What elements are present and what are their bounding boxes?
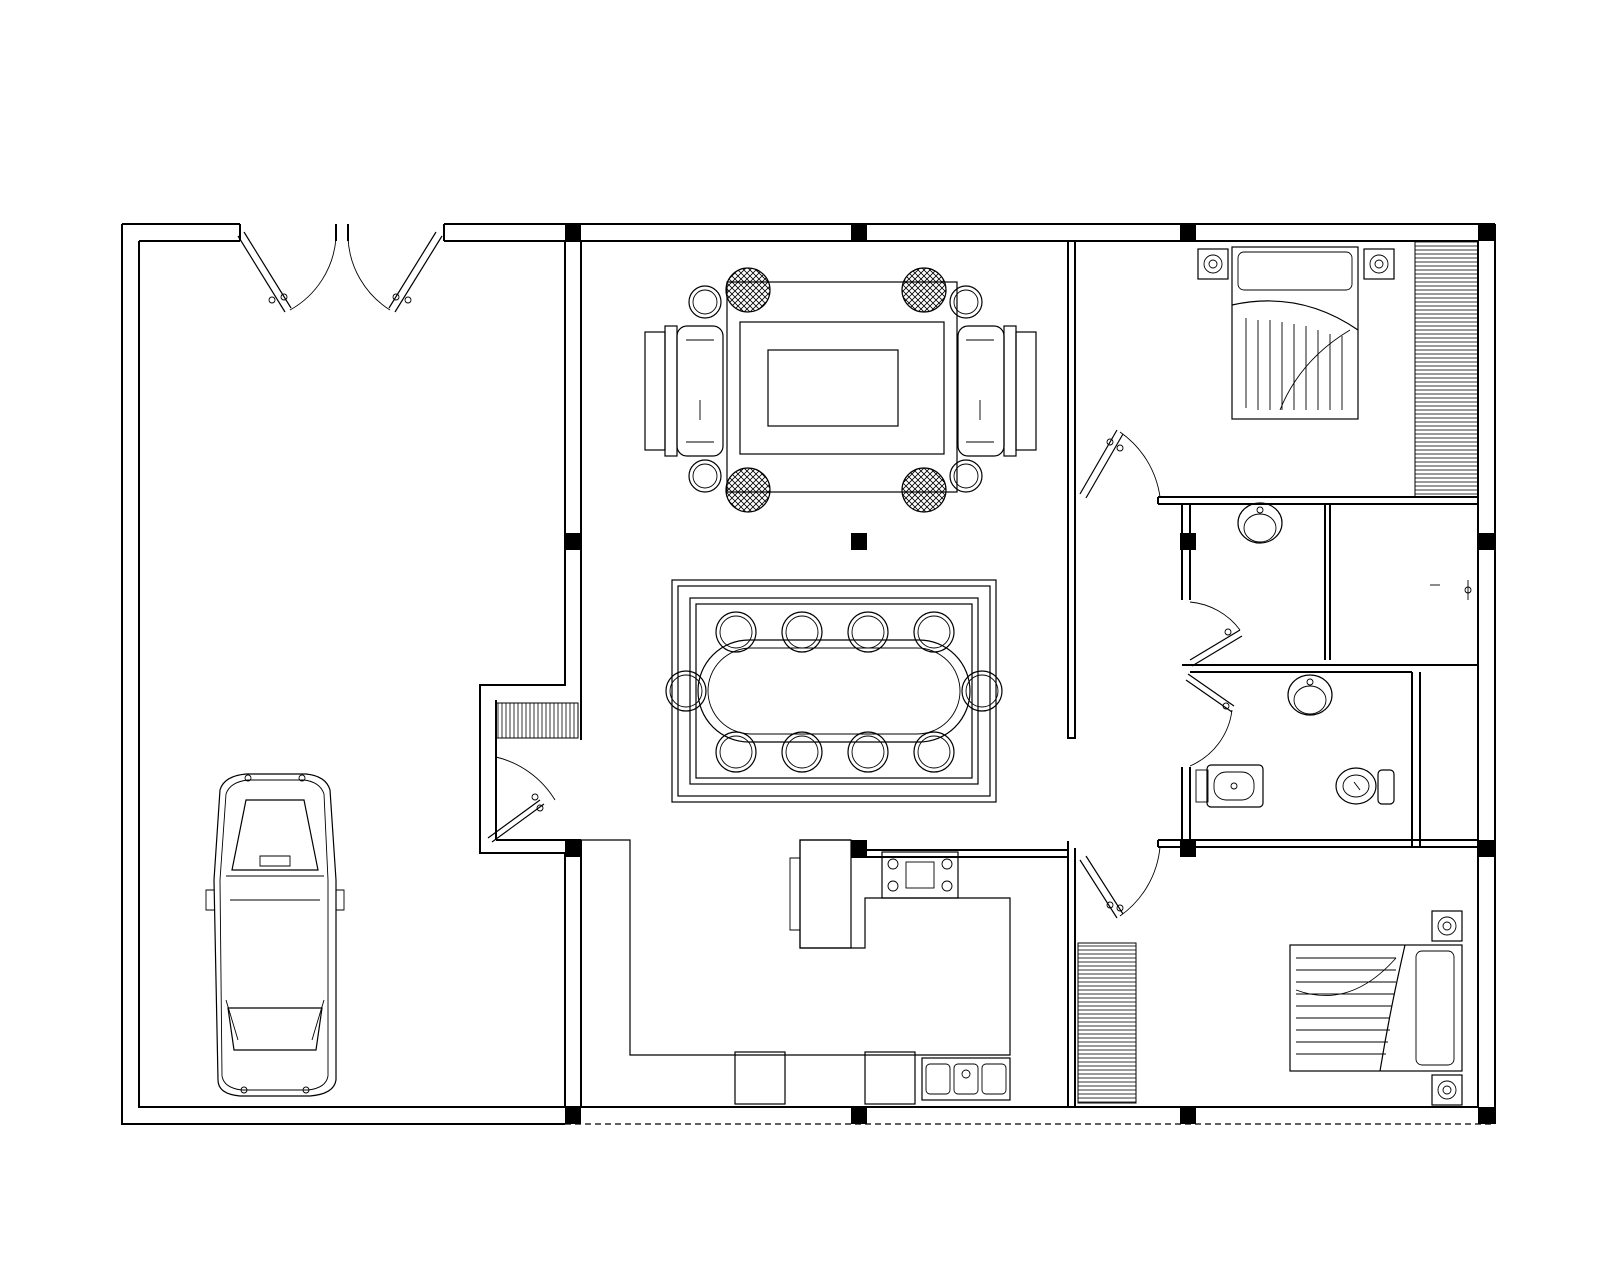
bathroom-door <box>1189 601 1243 667</box>
bedroom-2-door <box>1079 846 1161 919</box>
stairs-corridor <box>1077 942 1137 1104</box>
bedroom-1-bed <box>1231 246 1359 420</box>
garage-side-door <box>487 756 556 843</box>
kitchen <box>581 839 1011 1105</box>
bathroom-fixtures <box>1195 502 1395 808</box>
stairs-small <box>495 702 579 739</box>
window-right <box>1430 580 1472 600</box>
garage-double-door <box>237 231 443 313</box>
dining-set <box>665 579 1003 803</box>
bedroom-1-door <box>1079 429 1161 499</box>
garage-divider-wall <box>479 241 582 1107</box>
stairs-bedroom-1 <box>1414 240 1479 498</box>
toilet-door <box>1185 673 1235 767</box>
interior-walls <box>851 241 1479 1107</box>
center-column <box>851 533 867 550</box>
bedroom-2-bed <box>1289 944 1463 1072</box>
structural-columns <box>565 224 1494 1124</box>
bedroom-2-nightstands <box>1431 910 1463 1106</box>
car-icon <box>205 773 345 1097</box>
bedroom-1-nightstands <box>1197 248 1395 280</box>
living-room-set <box>644 267 1037 513</box>
